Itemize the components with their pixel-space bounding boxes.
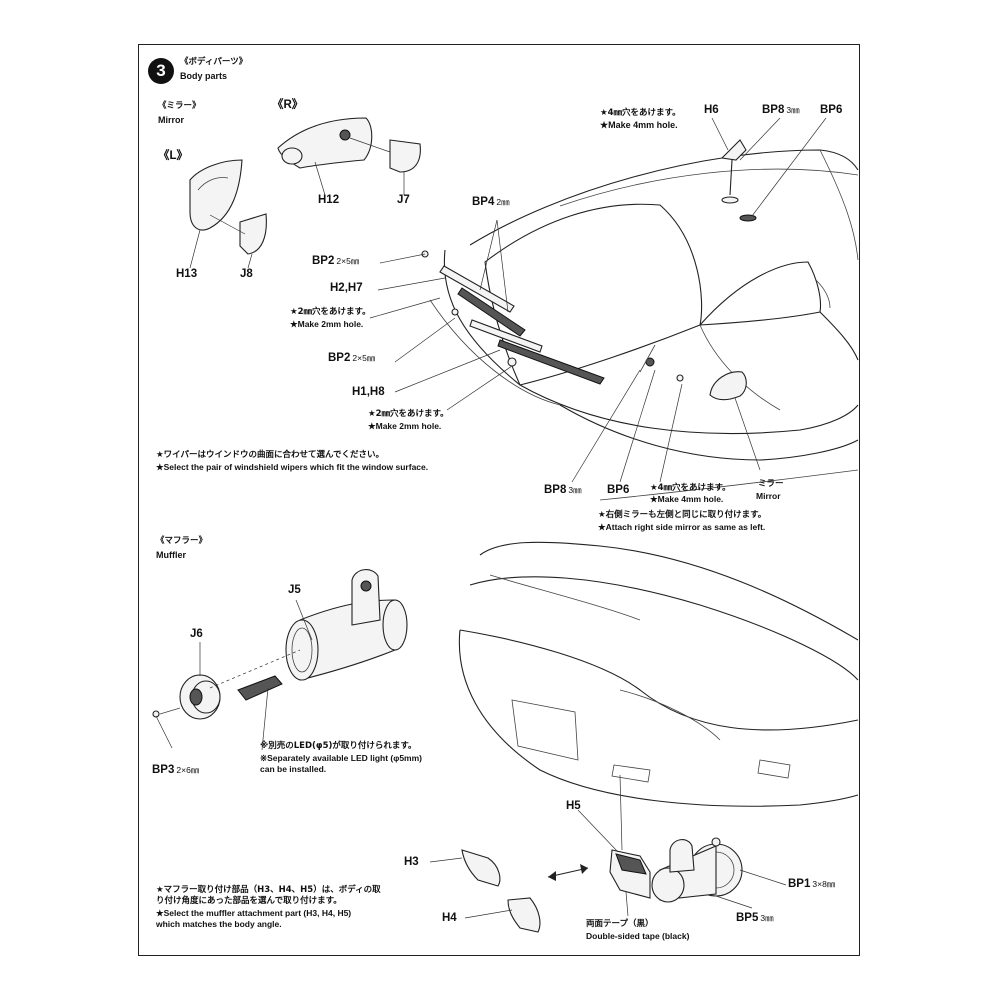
mirror-hole-note-jp: ★4㎜穴をあけます。 (650, 483, 731, 493)
wiper-hole-note-2-jp: ★2㎜穴をあけます。 (368, 409, 449, 419)
left-mirror-tag: 《L》 (158, 150, 189, 162)
label-h4: H4 (442, 912, 457, 924)
muffler-assembly (152, 569, 408, 751)
wiper-hole-note-2-en: ★Make 2mm hole. (368, 421, 442, 431)
side-mirror-on-car (571, 344, 761, 483)
wiper-hole-note-1-jp: ★2㎜穴をあけます。 (290, 307, 371, 317)
wiper-select-note-jp: ★ワイパーはウインドウの曲面に合わせて選んでください。 (156, 450, 385, 460)
label-h2-h7: H2,H7 (330, 282, 363, 294)
label-bp6-antenna: BP6 (820, 104, 843, 116)
step-number-badge: 3 (148, 58, 174, 84)
muffler-mount-note-en-1: ★Select the muffler attachment part (H3,… (156, 908, 352, 918)
led-note-en-2: can be installed. (260, 764, 327, 774)
antenna-hole-note-jp: ★4㎜穴をあけます。 (600, 108, 681, 118)
mirror-heading-en: Mirror (158, 115, 185, 125)
right-mirror-tag: 《R》 (272, 99, 304, 111)
antenna-part (711, 117, 827, 222)
wiper-select-note-en: ★Select the pair of windshield wipers wh… (156, 462, 429, 472)
label-j6: J6 (190, 628, 203, 640)
label-h1-h8: H1,H8 (352, 386, 385, 398)
right-mirror-note-en: ★Attach right side mirror as same as lef… (598, 522, 766, 532)
wiper-hole-note-1-en: ★Make 2mm hole. (290, 319, 364, 329)
tape-label-en: Double-sided tape (black) (586, 931, 690, 941)
instruction-frame (138, 44, 860, 956)
antenna-hole-note-en: ★Make 4mm hole. (600, 120, 678, 130)
led-note-jp: ※別売のLED(φ5)が取り付けられます。 (260, 741, 417, 751)
mirror-parts (189, 117, 421, 269)
mirror-label-en: Mirror (756, 491, 781, 501)
right-mirror-note-jp: ★右側ミラーも左側と同じに取り付けます。 (598, 510, 767, 520)
car-body-rear-view (458, 541, 859, 807)
label-j5: J5 (288, 584, 301, 596)
mirror-label-jp: ミラー (758, 479, 784, 489)
tape-label-jp: 両面テープ（黒） (586, 919, 654, 929)
muffler-mount-note-en-2: which matches the body angle. (156, 919, 282, 929)
label-j8: J8 (240, 268, 253, 280)
label-bp6-mirror: BP6 (607, 484, 630, 496)
label-h6: H6 (704, 104, 719, 116)
label-h3: H3 (404, 856, 419, 868)
muffler-heading-jp: 《マフラー》 (156, 536, 208, 546)
label-h12: H12 (318, 194, 340, 206)
mirror-hole-note-en: ★Make 4mm hole. (650, 494, 724, 504)
muffler-mount-note-jp-2: り付け角度にあった部品を選んで取り付けます。 (156, 896, 342, 906)
mirror-heading-jp: 《ミラー》 (158, 101, 201, 111)
led-note-en-1: ※Separately available LED light (φ5mm) (260, 753, 423, 763)
muffler-mount-parts (429, 774, 787, 933)
step-title-en: Body parts (180, 71, 228, 81)
label-h13: H13 (176, 268, 198, 280)
muffler-heading-en: Muffler (156, 550, 186, 560)
label-h5: H5 (566, 800, 581, 812)
windshield-wipers (369, 219, 605, 411)
label-j7: J7 (397, 194, 410, 206)
muffler-mount-note-jp-1: ★マフラー取り付け部品（H3、H4、H5）は、ボディの取 (156, 885, 381, 895)
step-title-jp: 《ボディパーツ》 (180, 57, 248, 67)
